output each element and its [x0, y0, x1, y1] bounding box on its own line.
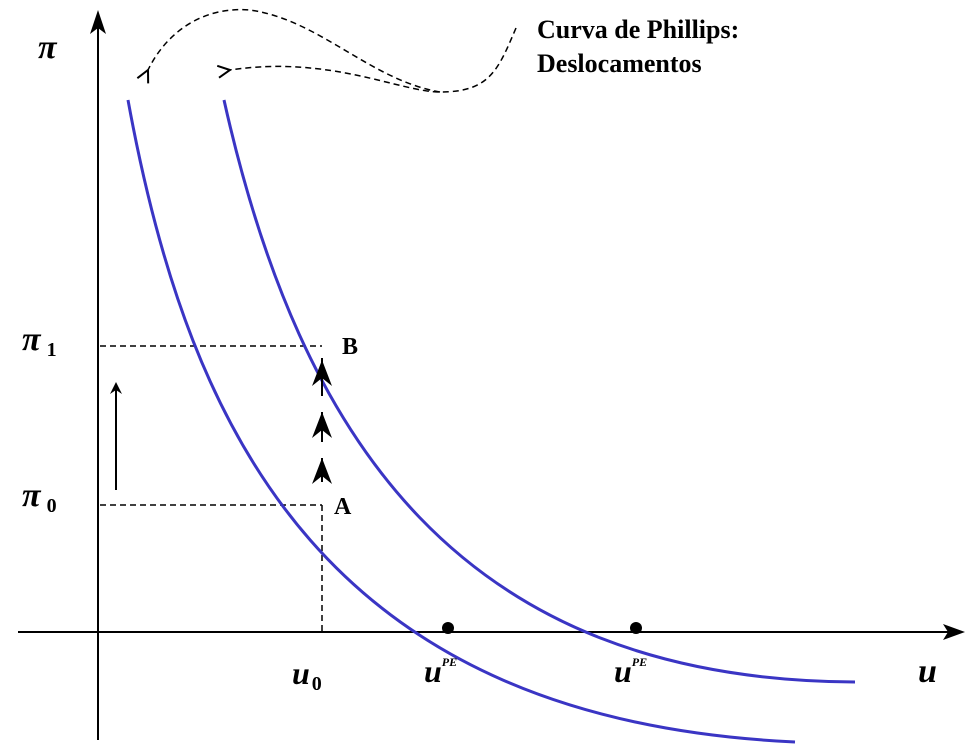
x-axis-arrowhead — [943, 624, 965, 640]
x-axis-label: u — [918, 653, 937, 690]
shift-indicator-branch — [148, 8, 441, 93]
natural-rate-label-right: uPE — [614, 653, 647, 689]
point-a-label: A — [334, 494, 352, 520]
point-b-label: B — [342, 334, 358, 360]
y-axis-label: π — [38, 29, 58, 66]
y-axis-arrowhead — [90, 10, 106, 34]
phillips-curve-shifted — [222, 99, 856, 684]
movement-arrows-a-to-b — [312, 358, 332, 484]
natural-rate-label-left: uPE — [424, 653, 457, 689]
natural-rate-point-right — [630, 622, 642, 634]
shift-indicator-curve — [230, 27, 517, 93]
natural-rate-point-left — [442, 622, 454, 634]
diagram-title-line2: Deslocamentos — [537, 49, 702, 78]
diagram-title-line1: Curva de Phillips: — [537, 15, 739, 44]
phillips-curve-initial — [126, 99, 796, 744]
